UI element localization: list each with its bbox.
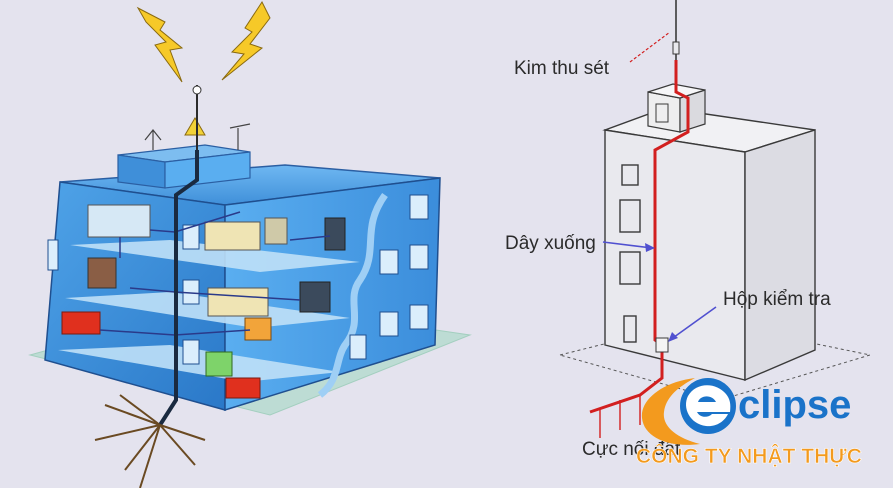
roof-antennas	[144, 123, 251, 150]
air-terminal-label: Kim thu sét	[514, 58, 610, 79]
right-building-diagram: Kim thu sét Dây xuống Hộp kiểm tra Cực n…	[505, 0, 871, 460]
down-conductor-arrowhead	[645, 243, 655, 252]
earth-electrode	[599, 395, 641, 438]
company-name: CÔNG TY NHẬT THỰC	[636, 444, 862, 468]
front-windows	[47, 224, 200, 365]
right-mast-collar	[672, 41, 680, 55]
earth-electrode-label: Cực nối đất	[582, 439, 681, 460]
room-equipment	[61, 204, 346, 399]
eclipse-watermark: clipse CÔNG TY NHẬT THỰC	[636, 378, 862, 468]
test-box	[655, 337, 669, 353]
eclipse-logo-mark	[641, 378, 736, 445]
test-box-arrowhead	[668, 332, 678, 342]
side-windows	[349, 194, 429, 360]
ground-roots	[94, 394, 206, 488]
left-building-illustration	[28, 0, 472, 488]
floor-1	[70, 240, 360, 272]
roof-structure-side	[164, 151, 251, 189]
rooftop-box-door	[655, 103, 669, 123]
right-down-conductor	[589, 60, 690, 414]
torn-wall-edge	[317, 192, 388, 398]
right-building-windows	[619, 164, 641, 343]
air-terminal-pointer	[629, 31, 671, 63]
lightning-bolt-right	[221, 0, 271, 81]
rooftop-box-front	[647, 91, 681, 133]
test-box-arrow	[669, 306, 717, 341]
down-conductor-label: Dây xuống	[505, 233, 596, 254]
eclipse-logo-word: clipse	[738, 383, 851, 427]
down-conductor-arrow	[602, 241, 653, 249]
left-air-terminal-tip	[192, 85, 202, 95]
lightning-bolt-left	[136, 6, 184, 83]
test-box-label: Hộp kiểm tra	[723, 289, 831, 310]
right-building-side	[744, 129, 816, 382]
rod-pyramid	[184, 117, 206, 136]
left-down-conductor	[158, 150, 199, 427]
